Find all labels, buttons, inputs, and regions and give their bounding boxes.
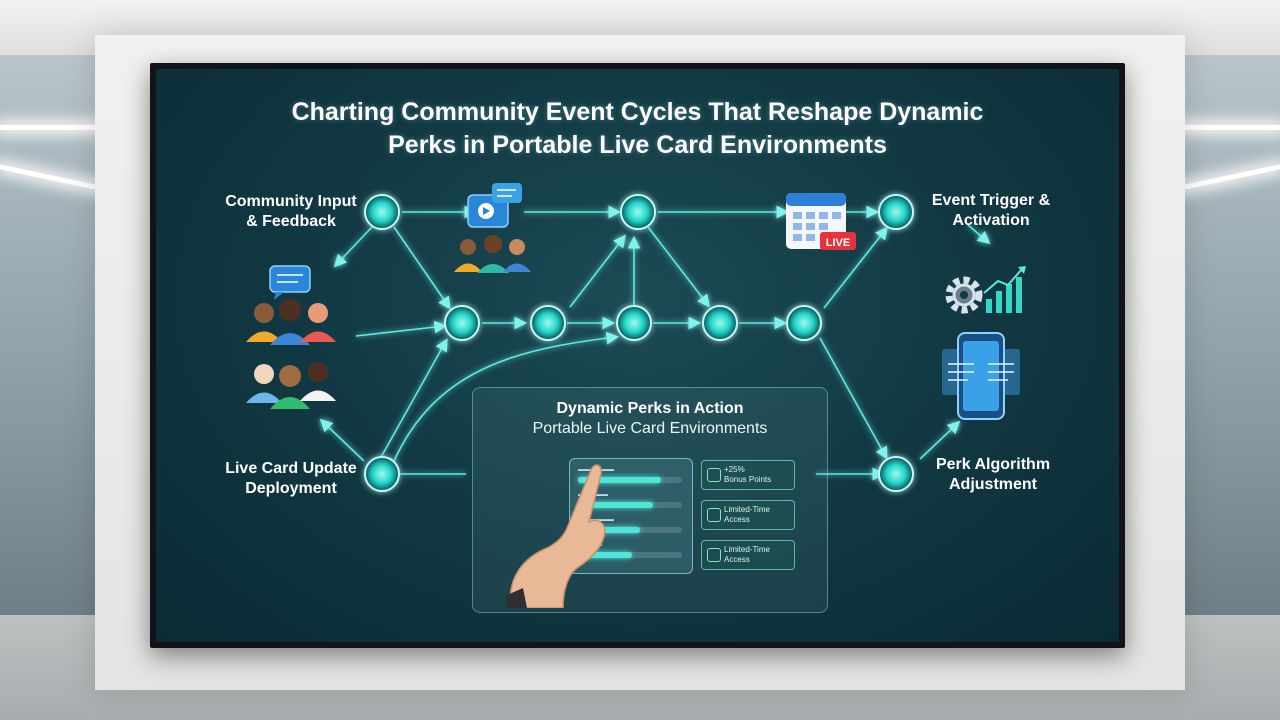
dynamic-perks-panel: Dynamic Perks in Action Portable Live Ca… [472, 387, 828, 613]
perk-icon [707, 548, 721, 562]
label-event-trigger-line-2: Activation [952, 212, 1030, 229]
card-progress-bar [578, 477, 682, 483]
gear-chart-icon [945, 266, 1026, 314]
label-live-card-update: Live Card Update Deployment [206, 459, 376, 499]
perk-line-2: Access [724, 555, 750, 564]
diagram-nodes [364, 194, 914, 492]
flow-diagram [246, 183, 1026, 492]
perk-item: +25%Bonus Points [701, 460, 795, 490]
label-event-trigger: Event Trigger & Activation [906, 191, 1076, 231]
label-community-input: Community Input & Feedback [206, 192, 376, 232]
diagram-title: Charting Community Event Cycles That Res… [156, 96, 1119, 162]
right-glass-wall [1180, 55, 1280, 615]
label-perk-algorithm: Perk Algorithm Adjustment [908, 455, 1078, 495]
hand-icon [505, 464, 606, 608]
diagram-display: Charting Community Event Cycles That Res… [156, 69, 1119, 642]
title-line-2: Perks in Portable Live Card Environments [388, 131, 887, 159]
card-progress-bar [578, 552, 682, 558]
chat-bubble-icon [467, 183, 522, 228]
card-progress-fill [578, 527, 641, 533]
label-live-card-update-line-2: Deployment [245, 480, 337, 497]
panel-subtitle: Portable Live Card Environments [532, 420, 768, 437]
connector-lines [319, 205, 991, 481]
perk-line-1: Limited-Time [724, 505, 770, 514]
chat-bubble-icon [269, 265, 311, 300]
calendar-icon [786, 193, 856, 250]
live-badge: LIVE [825, 237, 851, 249]
perk-line-2: Access [724, 515, 750, 524]
perk-icon [707, 508, 721, 522]
perk-icon [707, 468, 721, 482]
label-community-input-line-2: & Feedback [246, 213, 336, 230]
label-perk-algorithm-line-1: Perk Algorithm [935, 456, 1051, 473]
card-progress-fill [578, 502, 653, 508]
left-glass-wall [0, 55, 100, 615]
label-live-card-update-line-1: Live Card Update [225, 460, 357, 477]
phone-card-icon [942, 332, 1020, 420]
perk-line-1: +25% [724, 465, 745, 474]
label-event-trigger-line-1: Event Trigger & [931, 192, 1051, 209]
card-progress-fill [578, 552, 633, 558]
label-community-input-line-1: Community Input [225, 193, 357, 210]
people-group-icon [454, 235, 531, 273]
card-progress-bar [578, 502, 682, 508]
panel-title: Dynamic Perks in Action [556, 400, 744, 417]
perk-line-2: Bonus Points [724, 475, 772, 484]
card-progress-bar [578, 527, 682, 533]
title-line-1: Charting Community Event Cycles That Res… [291, 98, 984, 126]
wall-screen: Charting Community Event Cycles That Res… [150, 63, 1125, 648]
people-group-icon [246, 299, 336, 345]
card-progress-fill [578, 477, 662, 483]
people-group-icon [246, 362, 336, 409]
label-perk-algorithm-line-2: Adjustment [949, 476, 1037, 493]
perk-line-1: Limited-Time [724, 545, 770, 554]
